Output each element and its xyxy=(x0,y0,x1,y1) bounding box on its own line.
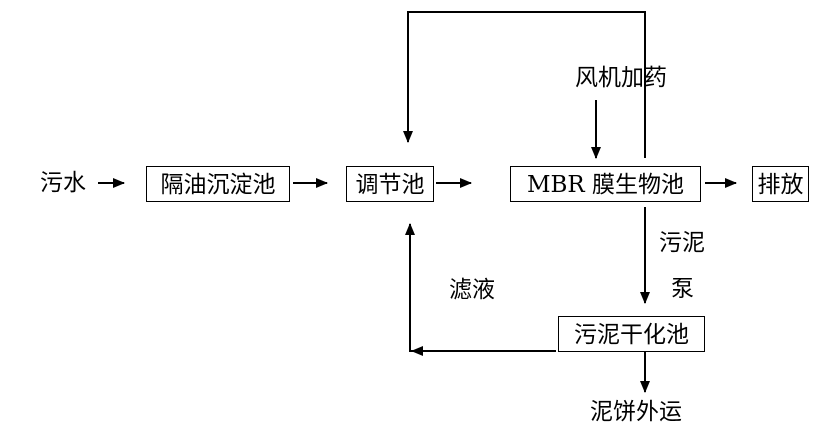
mbr-tank-box: MBR 膜生物池 xyxy=(510,166,701,202)
discharge-label: 排放 xyxy=(757,172,804,198)
adjust-tank-label: 调节池 xyxy=(355,172,425,198)
cake-out-label: 泥饼外运 xyxy=(590,399,682,425)
oil-separator-box: 隔油沉淀池 xyxy=(146,166,290,202)
sludge-dry-label: 污泥干化池 xyxy=(574,322,689,348)
sludge-dry-box: 污泥干化池 xyxy=(558,316,705,352)
fan-dosing-label: 风机加药 xyxy=(575,65,667,91)
mbr-tank-label: MBR 膜生物池 xyxy=(526,172,685,198)
adjust-tank-box: 调节池 xyxy=(346,166,434,202)
filtrate-label: 滤液 xyxy=(449,277,495,303)
filtrate-return-line xyxy=(405,223,556,352)
discharge-box: 排放 xyxy=(752,166,809,202)
return-loop-mbr-to-adjust xyxy=(403,11,646,158)
sewage-source-label: 污水 xyxy=(40,170,86,196)
sludge-pump-label-line1: 污泥 xyxy=(659,230,705,256)
oil-separator-label: 隔油沉淀池 xyxy=(160,172,276,198)
sludge-pump-label-line2: 泵 xyxy=(671,276,694,302)
